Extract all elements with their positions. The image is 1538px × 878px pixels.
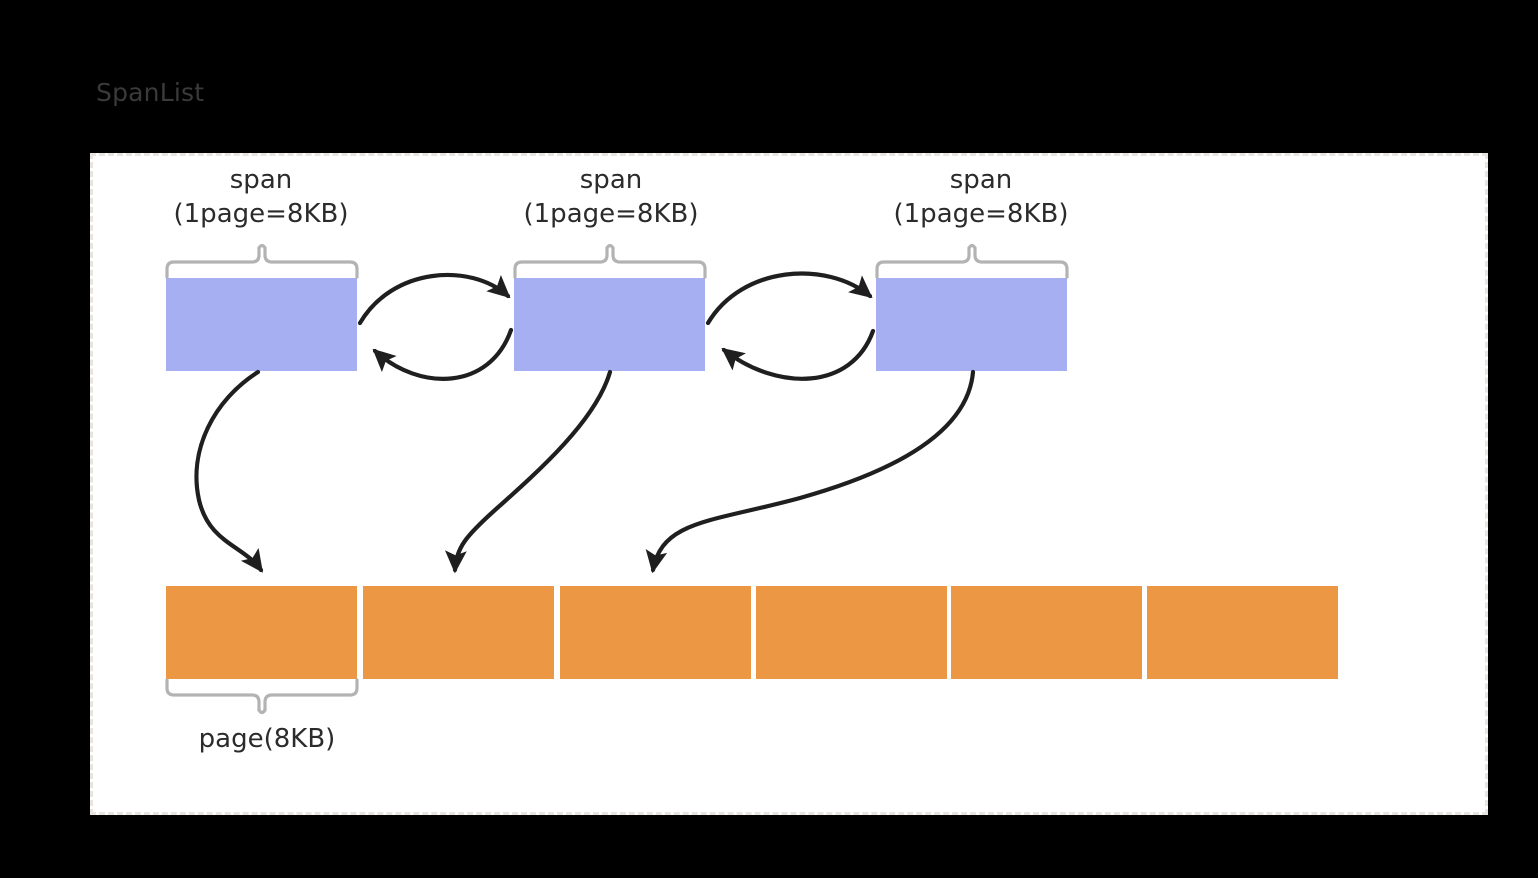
span-label-1-name: span bbox=[229, 165, 293, 195]
span-box-3[interactable] bbox=[876, 278, 1067, 371]
span-label-2-detail: (1page=8KB) bbox=[523, 199, 699, 229]
span-label-3: span (1page=8KB) bbox=[851, 163, 1111, 231]
span-label-2: span (1page=8KB) bbox=[481, 163, 741, 231]
page-box-2[interactable] bbox=[363, 586, 554, 679]
span-label-1: span (1page=8KB) bbox=[131, 163, 391, 231]
page-box-3[interactable] bbox=[560, 586, 751, 679]
page-box-1[interactable] bbox=[166, 586, 357, 679]
span-label-1-detail: (1page=8KB) bbox=[173, 199, 349, 229]
span-box-1[interactable] bbox=[166, 278, 357, 371]
page-box-4[interactable] bbox=[756, 586, 947, 679]
spanlist-panel bbox=[90, 153, 1488, 815]
page-title: SpanList bbox=[96, 78, 205, 107]
page-box-5[interactable] bbox=[951, 586, 1142, 679]
page-box-6[interactable] bbox=[1147, 586, 1338, 679]
span-box-2[interactable] bbox=[514, 278, 705, 371]
page-label: page(8KB) bbox=[198, 724, 336, 754]
span-label-3-detail: (1page=8KB) bbox=[893, 199, 1069, 229]
span-label-2-name: span bbox=[579, 165, 643, 195]
span-label-3-name: span bbox=[949, 165, 1013, 195]
